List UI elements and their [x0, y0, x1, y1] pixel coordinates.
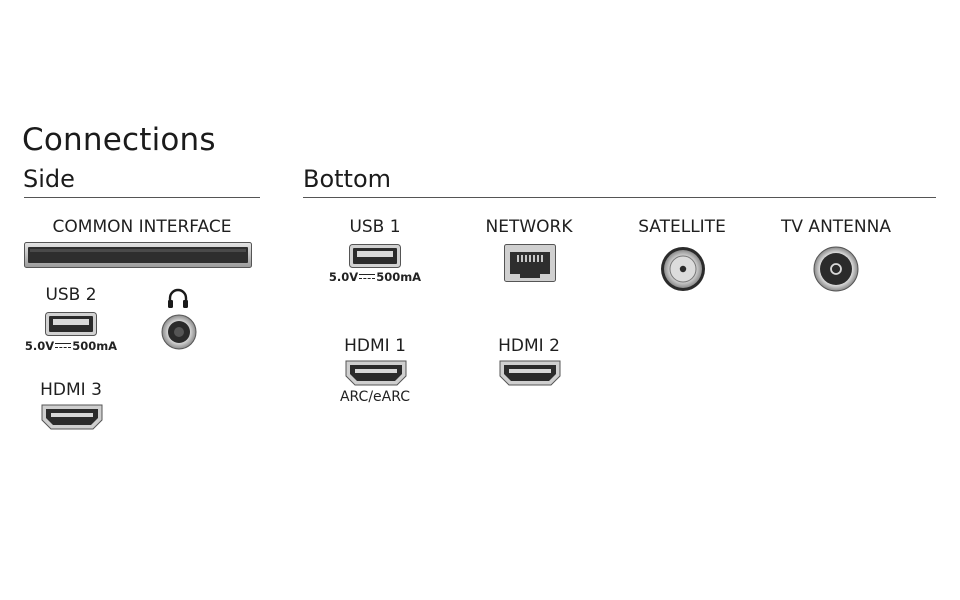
f-connector-icon — [660, 246, 706, 292]
satellite-label: SATELLITE — [638, 217, 726, 237]
hdmi-port-icon — [41, 404, 103, 430]
usb2-label: USB 2 — [45, 285, 97, 305]
usb1-current: 500mA — [376, 270, 422, 284]
hdmi-port-icon — [345, 360, 407, 386]
coax-connector-icon — [813, 246, 859, 292]
dc-symbol-icon — [55, 342, 72, 349]
headphones-icon — [166, 287, 190, 309]
page-title: Connections — [22, 122, 216, 158]
audio-jack-icon — [161, 313, 197, 351]
dc-symbol-icon — [359, 273, 376, 280]
hdmi3-label: HDMI 3 — [40, 380, 102, 400]
hdmi1-label: HDMI 1 — [344, 336, 406, 356]
usb2-spec: 5.0V 500mA — [22, 339, 120, 353]
side-divider — [24, 197, 260, 198]
network-label: NETWORK — [485, 217, 573, 237]
bottom-divider — [303, 197, 936, 198]
usb1-spec: 5.0V 500mA — [326, 270, 424, 284]
usb-port-icon — [349, 244, 401, 268]
usb2-voltage: 5.0V — [24, 339, 55, 353]
hdmi2-label: HDMI 2 — [498, 336, 560, 356]
usb2-current: 500mA — [72, 339, 118, 353]
common-interface-label: COMMON INTERFACE — [52, 217, 232, 237]
usb1-label: USB 1 — [349, 217, 401, 237]
usb-port-icon — [45, 312, 97, 336]
ci-slot-icon — [24, 242, 252, 268]
ethernet-port-icon — [504, 244, 556, 282]
hdmi1-arc-note: ARC/eARC — [339, 389, 411, 405]
usb1-voltage: 5.0V — [328, 270, 359, 284]
hdmi-port-icon — [499, 360, 561, 386]
section-heading-bottom: Bottom — [303, 165, 392, 193]
section-heading-side: Side — [23, 165, 75, 193]
tv-antenna-label: TV ANTENNA — [781, 217, 891, 237]
